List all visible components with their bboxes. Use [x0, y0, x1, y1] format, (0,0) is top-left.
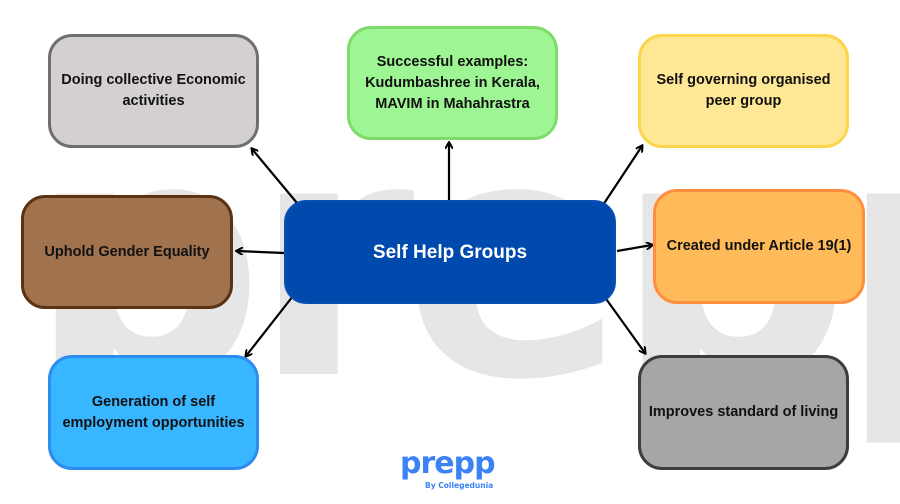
arrow-to-top-left	[252, 149, 298, 204]
arrow-to-bottom-right	[603, 295, 645, 353]
node-top-right: Self governing organised peer group	[638, 34, 849, 148]
central-topic-label: Self Help Groups	[372, 241, 528, 263]
central-topic: Self Help Groups	[284, 200, 616, 304]
node-label: Successful examples: Kudumbashree in Ker…	[365, 53, 540, 112]
node-label: Uphold Gender Equality	[44, 243, 210, 260]
arrow-to-middle-right	[616, 245, 652, 253]
arrow-to-bottom-left	[246, 295, 294, 356]
node-label: Improves standard of living	[648, 404, 839, 420]
node-middle-right: Created under Article 19(1)	[653, 189, 865, 304]
node-bottom-right: Improves standard of living	[638, 355, 849, 470]
node-middle-left: Uphold Gender Equality	[21, 195, 233, 309]
node-top-left: Doing collective Economic activities	[48, 34, 259, 148]
logo-tagline: By Collegedunia	[425, 481, 494, 490]
prepp-logo: prepp By Collegedunia	[400, 446, 500, 496]
node-top-center: Successful examples: Kudumbashree in Ker…	[347, 26, 558, 140]
arrow-to-top-right	[602, 146, 642, 206]
node-label: Doing collective Economic activities	[61, 72, 246, 109]
node-label: Self governing organised peer group	[656, 72, 831, 109]
node-label: Created under Article 19(1)	[666, 238, 852, 254]
arrow-to-middle-left	[237, 251, 285, 253]
logo-brand: prepp	[400, 446, 496, 481]
node-label: Generation of self employment opportunit…	[62, 393, 245, 431]
node-bottom-left: Generation of self employment opportunit…	[48, 355, 259, 470]
